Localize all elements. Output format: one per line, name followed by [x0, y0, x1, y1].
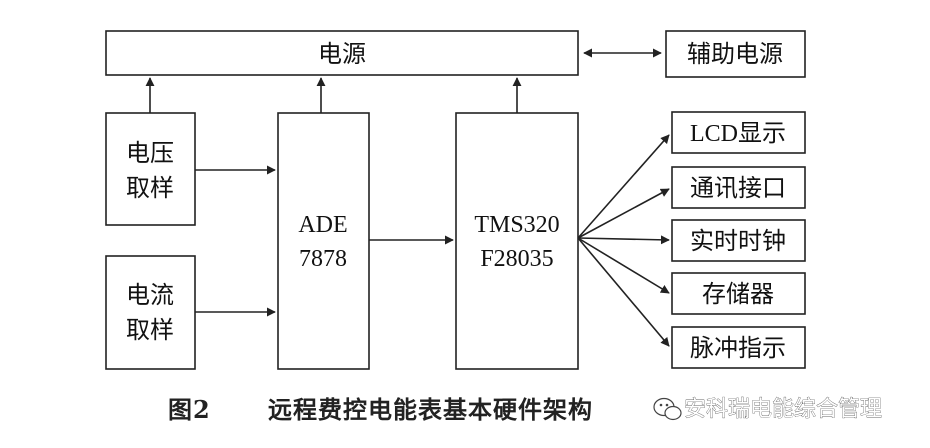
output-rtc-label: 实时时钟 — [690, 227, 786, 255]
output-lcd-label: LCD显示 — [690, 121, 786, 147]
aux-power-label: 辅助电源 — [687, 40, 783, 68]
output-lcd-block: LCD显示 — [671, 111, 806, 154]
output-pulse-label: 脉冲指示 — [690, 334, 786, 362]
tms-to-rtc-arrow — [577, 235, 670, 245]
output-storage-block: 存储器 — [671, 272, 806, 315]
output-rtc-block: 实时时钟 — [671, 219, 806, 262]
fanout-arrows — [577, 134, 670, 347]
tms320-block: TMS320 F28035 — [455, 112, 579, 370]
watermark: 安科瑞电能综合管理 — [653, 397, 882, 422]
tms-line2: F28035 — [480, 246, 553, 272]
current-sampling-line1: 电流 — [126, 281, 174, 309]
ade7878-block: ADE 7878 — [277, 112, 370, 370]
tms-to-storage-arrow — [577, 237, 670, 294]
output-pulse-block: 脉冲指示 — [671, 326, 806, 369]
ade-line1: ADE — [298, 212, 347, 238]
current-sampling-block: 电流 取样 — [105, 255, 196, 370]
power-block: 电源 — [105, 30, 579, 76]
voltage-sampling-block: 电压 取样 — [105, 112, 196, 226]
figure-number: 图2 — [168, 395, 211, 424]
wechat-icon — [653, 397, 682, 421]
tms-line1: TMS320 — [474, 212, 559, 238]
ade-line2: 7878 — [299, 246, 347, 272]
figure-caption: 图2 远程费控电能表基本硬件架构 — [168, 395, 593, 424]
aux-power-block: 辅助电源 — [665, 30, 806, 78]
current-sampling-line2: 取样 — [126, 316, 174, 344]
tms-to-comm-arrow — [577, 188, 670, 239]
figure-title: 远程费控电能表基本硬件架构 — [268, 395, 593, 424]
output-comm-block: 通讯接口 — [671, 166, 806, 209]
power-label: 电源 — [318, 40, 366, 68]
output-storage-label: 存储器 — [702, 280, 774, 308]
watermark-text: 安科瑞电能综合管理 — [684, 397, 882, 422]
output-comm-label: 通讯接口 — [690, 174, 786, 202]
voltage-sampling-line1: 电压 — [126, 139, 174, 167]
tms-to-lcd-arrow — [577, 134, 670, 239]
voltage-sampling-line2: 取样 — [126, 174, 174, 202]
tms-to-pulse-arrow — [577, 237, 670, 347]
